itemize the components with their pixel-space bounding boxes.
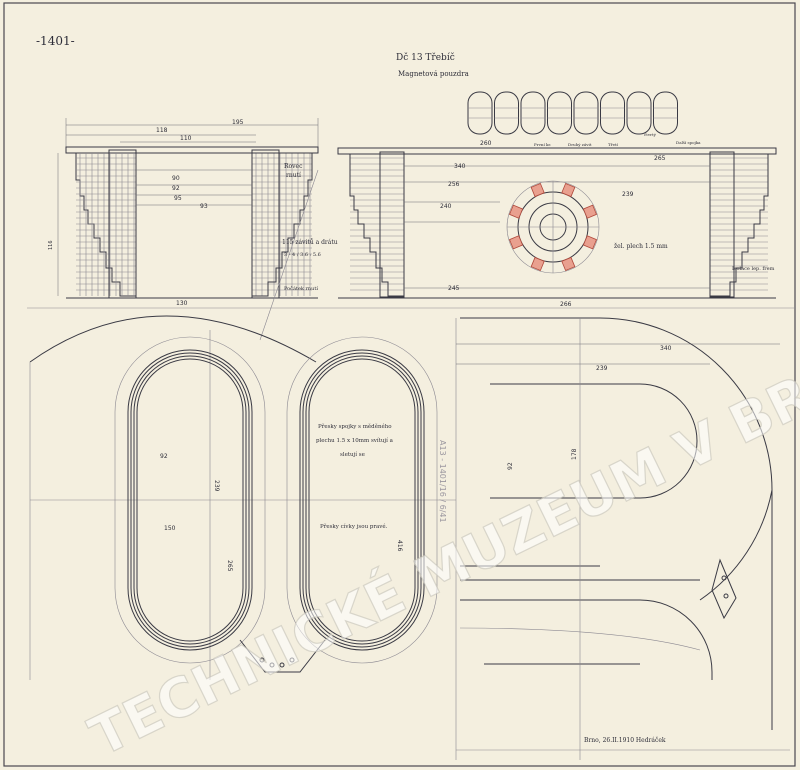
u-coil-connector [711, 558, 737, 620]
dim-340: 340 [454, 163, 466, 170]
dim-266: 266 [560, 301, 572, 308]
note-2: Přesky cívky jsou pravé. [320, 523, 388, 530]
dim-416: 416 [396, 540, 403, 552]
label-isolace: Isolace lep. frem [732, 266, 775, 272]
coil-pill [547, 91, 572, 135]
pencil-note: A13 - 1401/16 / 6/41 [438, 440, 447, 523]
rotor-tooth [561, 256, 576, 272]
dim-118: 118 [156, 127, 168, 134]
rotor-tooth [561, 182, 576, 198]
label-treti: Třetí [608, 142, 619, 147]
rotor-crosssection [506, 180, 600, 274]
right-winding-steps [251, 152, 313, 297]
note-1b: plechu 1.5 x 10mm svítují a [316, 437, 394, 444]
u-coils-view: 340 239 92 178 [455, 317, 790, 760]
coil-pill [520, 91, 546, 135]
coil-pill [626, 91, 652, 135]
dim-92-right: 92 [507, 462, 514, 470]
dim-150: 150 [164, 525, 176, 532]
note-1a: Přesky spojky s měděného [318, 423, 392, 430]
dim-265-lower: 265 [226, 560, 233, 572]
dim-195: 195 [232, 119, 244, 126]
sheet-border [3, 2, 796, 767]
dim-95: 95 [174, 195, 182, 202]
dim-239: 239 [622, 191, 634, 198]
label-start: Počátek rnutí [284, 285, 318, 292]
dim-260: 260 [480, 140, 492, 147]
coil-pill [573, 91, 599, 135]
sheet-number: -1401- [36, 34, 75, 48]
label-zel-plech: žel. plech 1.5 mm [614, 243, 668, 250]
label-prvni: První kr. [534, 142, 551, 147]
coil-pill [600, 91, 625, 135]
coil-pill [494, 91, 519, 135]
dim-239-lower: 239 [213, 480, 220, 492]
dim-130: 130 [176, 300, 188, 307]
right-section-view: 340 265 256 240 239 245 266 žel. plech 1… [337, 147, 777, 308]
arc-outline [29, 315, 317, 363]
dim-265: 265 [654, 155, 666, 162]
rotor-tooth [582, 235, 598, 250]
label-ctvrty: čtvrtý [644, 132, 657, 137]
dim-239-upper: 239 [596, 365, 608, 372]
label-winding: 115 závitů a drátu [282, 239, 338, 246]
signature: Brno, 26.II.1910 Hedráček [584, 737, 666, 744]
dim-256: 256 [448, 181, 460, 188]
dim-92: 92 [172, 185, 180, 192]
rotor-tooth [530, 182, 545, 198]
coil-pill [653, 91, 678, 135]
connector-plate [239, 639, 326, 673]
dim-178: 178 [571, 448, 578, 460]
dim-245: 245 [448, 285, 460, 292]
racetrack-coils-view: 92 239 265 150 416 Přesky spojky s měděn… [29, 330, 456, 680]
dim-93: 93 [200, 203, 208, 210]
coil-pill [467, 91, 493, 135]
label-rovec: Rovec [284, 163, 303, 170]
sheet-title: Dč 13 Třebíč [396, 52, 455, 63]
rotor-tooth [582, 204, 598, 219]
rotor-tooth [508, 204, 524, 219]
dim-340-lower: 340 [660, 345, 672, 352]
dim-240: 240 [440, 203, 452, 210]
label-druhy: Druhý závit [568, 142, 592, 147]
note-1c: sletují se [340, 451, 365, 458]
dim-110: 110 [180, 135, 192, 142]
dim-116: 116 [48, 240, 54, 250]
sheet-subtitle: Magnetová pouzdra [398, 70, 469, 78]
label-nuti: rnutí [286, 172, 301, 179]
rotor-tooth [530, 256, 545, 272]
left-winding-steps [75, 152, 137, 297]
rotor-tooth [508, 235, 524, 250]
dim-92-lower: 92 [160, 453, 168, 460]
label-dalsi-spojka: Další spojka [676, 140, 701, 145]
label-winding-ratio: 3 - 4 / 3.6 : 5.6 [284, 252, 321, 258]
left-section-view: 195 118 110 130 90 92 95 93 116 Rovec rn… [29, 118, 768, 363]
coil-row: 260 První kr. Druhý závit Třetí čtvrtý D… [467, 91, 701, 147]
dim-90: 90 [172, 175, 180, 182]
